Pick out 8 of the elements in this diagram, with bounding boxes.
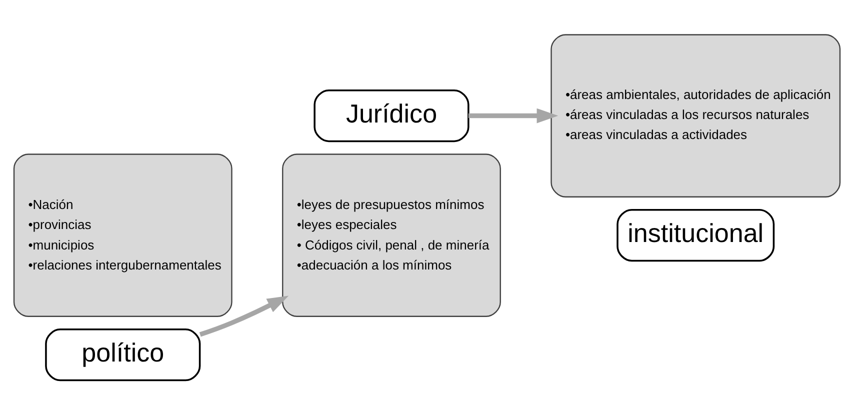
node-box: político [44, 328, 200, 382]
node-box: Jurídico [313, 89, 469, 142]
node-box: institucional [616, 208, 774, 262]
arrow [468, 108, 558, 124]
node-box: •leyes de presupuestos mínimos •leyes especiales • Códigos civil, penal , de minería •adecuación a los mínimos [282, 154, 500, 317]
arrow [198, 296, 288, 337]
node-box: •Nación •provincias •municipios •relaciones intergubernamentales [12, 154, 232, 317]
node-box: •áreas ambientales, autoridades de aplicación •áreas vinculadas a los recursos naturales •areas vinculadas a actividades [550, 34, 840, 198]
